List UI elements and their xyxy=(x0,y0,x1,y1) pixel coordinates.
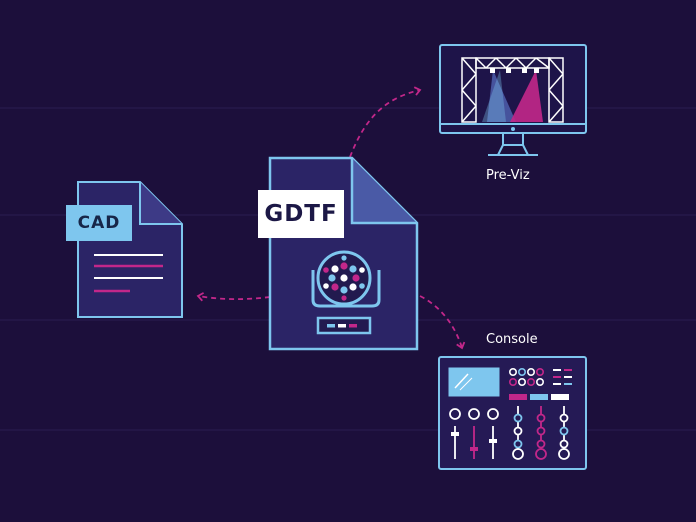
stage-truss-icon xyxy=(461,57,564,123)
arrow-gdtf-to-cad xyxy=(196,292,271,302)
arrow-gdtf-to-previz xyxy=(349,86,422,158)
cad-label: CAD xyxy=(66,205,132,241)
cad-document-icon xyxy=(77,181,183,318)
connectors xyxy=(196,86,466,350)
gdtf-label: GDTF xyxy=(258,190,344,238)
console-label: Console xyxy=(486,332,538,347)
moving-head-fixture-icon xyxy=(311,250,381,335)
lighting-console-icon xyxy=(438,356,587,470)
previz-label: Pre-Viz xyxy=(486,168,530,183)
arrow-gdtf-to-console xyxy=(419,295,466,350)
